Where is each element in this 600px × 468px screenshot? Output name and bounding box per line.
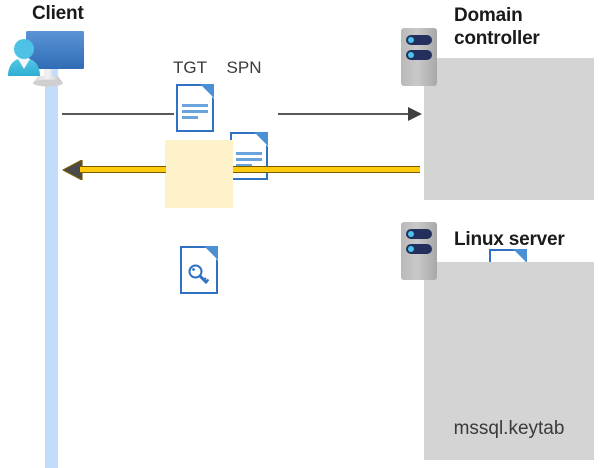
document-body bbox=[180, 246, 218, 294]
response-arrow-line-right bbox=[233, 166, 420, 173]
document-text-lines bbox=[182, 104, 208, 122]
response-arrow-line-left bbox=[80, 166, 166, 173]
document-body bbox=[176, 84, 214, 132]
linux-server-rack-icon bbox=[401, 222, 437, 280]
linux-server-label: Linux server bbox=[454, 229, 565, 250]
server-bay-1 bbox=[406, 229, 432, 239]
key-glyph-icon bbox=[187, 263, 211, 287]
domain-controller-panel bbox=[424, 58, 594, 200]
request-arrow-line-left bbox=[62, 113, 174, 115]
tgt-document-icon bbox=[176, 83, 215, 132]
response-token-highlight bbox=[165, 140, 233, 208]
server-bay-2 bbox=[406, 244, 432, 254]
server-bay-2 bbox=[406, 50, 432, 60]
client-user-monitor-icon bbox=[4, 26, 92, 94]
tgt-label: TGT bbox=[173, 58, 207, 77]
key-document-icon bbox=[180, 245, 219, 294]
keytab-file-label: mssql.keytab bbox=[453, 418, 565, 439]
spn-label: SPN bbox=[226, 58, 262, 77]
client-lifeline bbox=[45, 62, 58, 468]
domain-controller-server-rack-icon bbox=[401, 28, 437, 86]
linux-server-panel bbox=[424, 262, 594, 460]
request-arrowhead-right-icon bbox=[408, 106, 424, 127]
server-bay-1 bbox=[406, 35, 432, 45]
request-arrow-line-right bbox=[278, 113, 412, 115]
document-text-lines bbox=[236, 152, 262, 170]
client-label: Client bbox=[32, 3, 84, 24]
domain-controller-label: Domain controller bbox=[454, 5, 540, 49]
